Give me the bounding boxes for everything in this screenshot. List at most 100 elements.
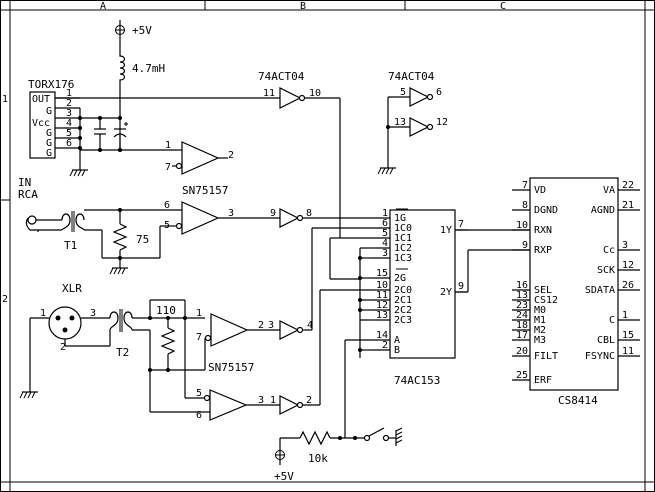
inverter-3-pin: 3: [268, 320, 274, 331]
receiver-1-pin-out: 2: [228, 150, 234, 161]
column-label-c: C: [500, 1, 506, 12]
mux-pin-number: 3: [382, 248, 388, 259]
cs8414-pin-number: 22: [622, 180, 634, 191]
mux-pin-number: 13: [376, 310, 388, 321]
inverter-top-name: 74ACT04: [258, 70, 305, 83]
cs8414-pin-number: 3: [622, 240, 628, 251]
torx-pin-label-g2: G: [46, 128, 52, 139]
torx-pin-label-g1: G: [46, 106, 52, 117]
cs8414-pin-number: 7: [522, 180, 528, 191]
receiver-2-pin-6: 6: [164, 200, 170, 211]
mux-name: 74AC153: [394, 374, 440, 387]
torx-pin-num-2: 2: [66, 98, 72, 109]
cs8414-pin-label: SCK: [597, 265, 615, 276]
resistor-10k-value: 10k: [308, 452, 328, 465]
cs8414-pin-label: Cc: [603, 245, 615, 256]
torx-pin-label-g4: G: [46, 148, 52, 159]
cs8414-pin-number: 8: [522, 200, 528, 211]
rca-input-label-line2: RCA: [18, 188, 38, 201]
torx-pin-label-g3: G: [46, 138, 52, 149]
mux-pin-label: A: [394, 335, 400, 346]
torx-pin-num-4: 4: [66, 118, 72, 129]
mux-pin-number: 4: [382, 238, 388, 249]
mux-pin-number: 12: [376, 300, 388, 311]
receiver-4-pin-5: 5: [196, 388, 202, 399]
torx-pin-label-out: OUT: [32, 94, 50, 105]
cs8414-pin-label: DGND: [534, 205, 558, 216]
cs8414-pin-label: FSYNC: [585, 351, 615, 362]
rca-jack-symbol: [25, 215, 62, 232]
cs8414-pin-label: M0: [534, 305, 546, 316]
cs8414-pin-label: M2: [534, 325, 546, 336]
receiver-1-name: SN75157: [182, 184, 228, 197]
mux-pin-number: 11: [376, 290, 388, 301]
inverter-9-pin: 9: [270, 208, 276, 219]
resistor-75-value: 75: [136, 233, 149, 246]
cs8414-name: CS8414: [558, 394, 598, 407]
receiver-4-pin-6: 6: [196, 410, 202, 421]
cs8414-pin-label: AGND: [591, 205, 615, 216]
cs8414-pin-number: 11: [622, 346, 634, 357]
resistor-110-network: [148, 299, 210, 413]
cs8414-pin-label: CBL: [597, 335, 615, 346]
transformer-t1-label: T1: [64, 239, 77, 252]
cs8414-pin-label: M1: [534, 315, 546, 326]
mux-pin-label: 2Y: [440, 287, 452, 298]
mux-wiring: [329, 237, 372, 438]
cs8414-pin-label: SDATA: [585, 285, 615, 296]
torx-decoupling-network: [69, 108, 178, 177]
row-label-1: 1: [2, 94, 8, 105]
cs8414-pin-label: RXP: [534, 245, 552, 256]
supply-top-label: +5V: [132, 24, 152, 37]
mux-pin-label: 2C1: [394, 295, 412, 306]
inverter-spare-b-pin-out: 12: [436, 117, 448, 128]
mux-pin-number: 9: [458, 281, 464, 292]
cs8414-pin-number: 13: [516, 290, 528, 301]
torx176-name: TORX176: [28, 78, 74, 91]
cs8414-pin-number: 25: [516, 370, 528, 381]
cs8414-pin-number: 10: [516, 220, 528, 231]
mux-pin-label: 2C0: [394, 285, 412, 296]
mux-pin-number: 1: [382, 208, 388, 219]
inverter-spare-name: 74ACT04: [388, 70, 435, 83]
torx176-module: [29, 91, 56, 159]
receiver-2-pin-5: 5: [164, 220, 170, 231]
mux-pin-number: 7: [458, 219, 464, 230]
cs8414-pin-number: 17: [516, 330, 528, 341]
inductor-symbol: [119, 42, 126, 150]
cs8414-chip: [529, 177, 619, 391]
mux-74ac153: [389, 209, 456, 359]
inverter-spare-b: [377, 97, 434, 175]
column-label-a: A: [100, 1, 106, 12]
cs8414-pin-number: 26: [622, 280, 634, 291]
cs8414-pin-number: 24: [516, 310, 528, 321]
receiver-3-pin-out: 2: [258, 320, 264, 331]
row-label-2: 2: [2, 294, 8, 305]
cs8414-pin-label: VA: [603, 185, 615, 196]
mux-pin-number: 10: [376, 280, 388, 291]
inverter-top: [55, 87, 372, 239]
cs8414-pin-number: 9: [522, 240, 528, 251]
xlr-connector-symbol: [19, 306, 111, 399]
mux-pin-label: 1C0: [394, 223, 412, 234]
cs8414-pin-number: 1: [622, 310, 628, 321]
cs8414-pin-number: 20: [516, 346, 528, 357]
cs8414-pin-label: VD: [534, 185, 546, 196]
inverter-8-pin: 8: [306, 208, 312, 219]
transformer-t2-label: T2: [116, 346, 129, 359]
cs8414-pin-number: 15: [622, 330, 634, 341]
cs8414-pin-number: 12: [622, 260, 634, 271]
receiver-1-pin-7: 7: [165, 162, 171, 173]
cs8414-pin-label: FILT: [534, 351, 558, 362]
cs8414-pin-label: C: [609, 315, 615, 326]
inverter-top-pin-in: 11: [263, 88, 275, 99]
mux-pin-label: 1C2: [394, 243, 412, 254]
transformer-t1: [61, 209, 182, 258]
mux-pin-label: 1C3: [394, 253, 412, 264]
mux-pin-number: 5: [382, 228, 388, 239]
mux-pin-label: 1C1: [394, 233, 412, 244]
receiver-4-pin-out: 3: [258, 395, 264, 406]
mux-pin-number: 14: [376, 330, 388, 341]
